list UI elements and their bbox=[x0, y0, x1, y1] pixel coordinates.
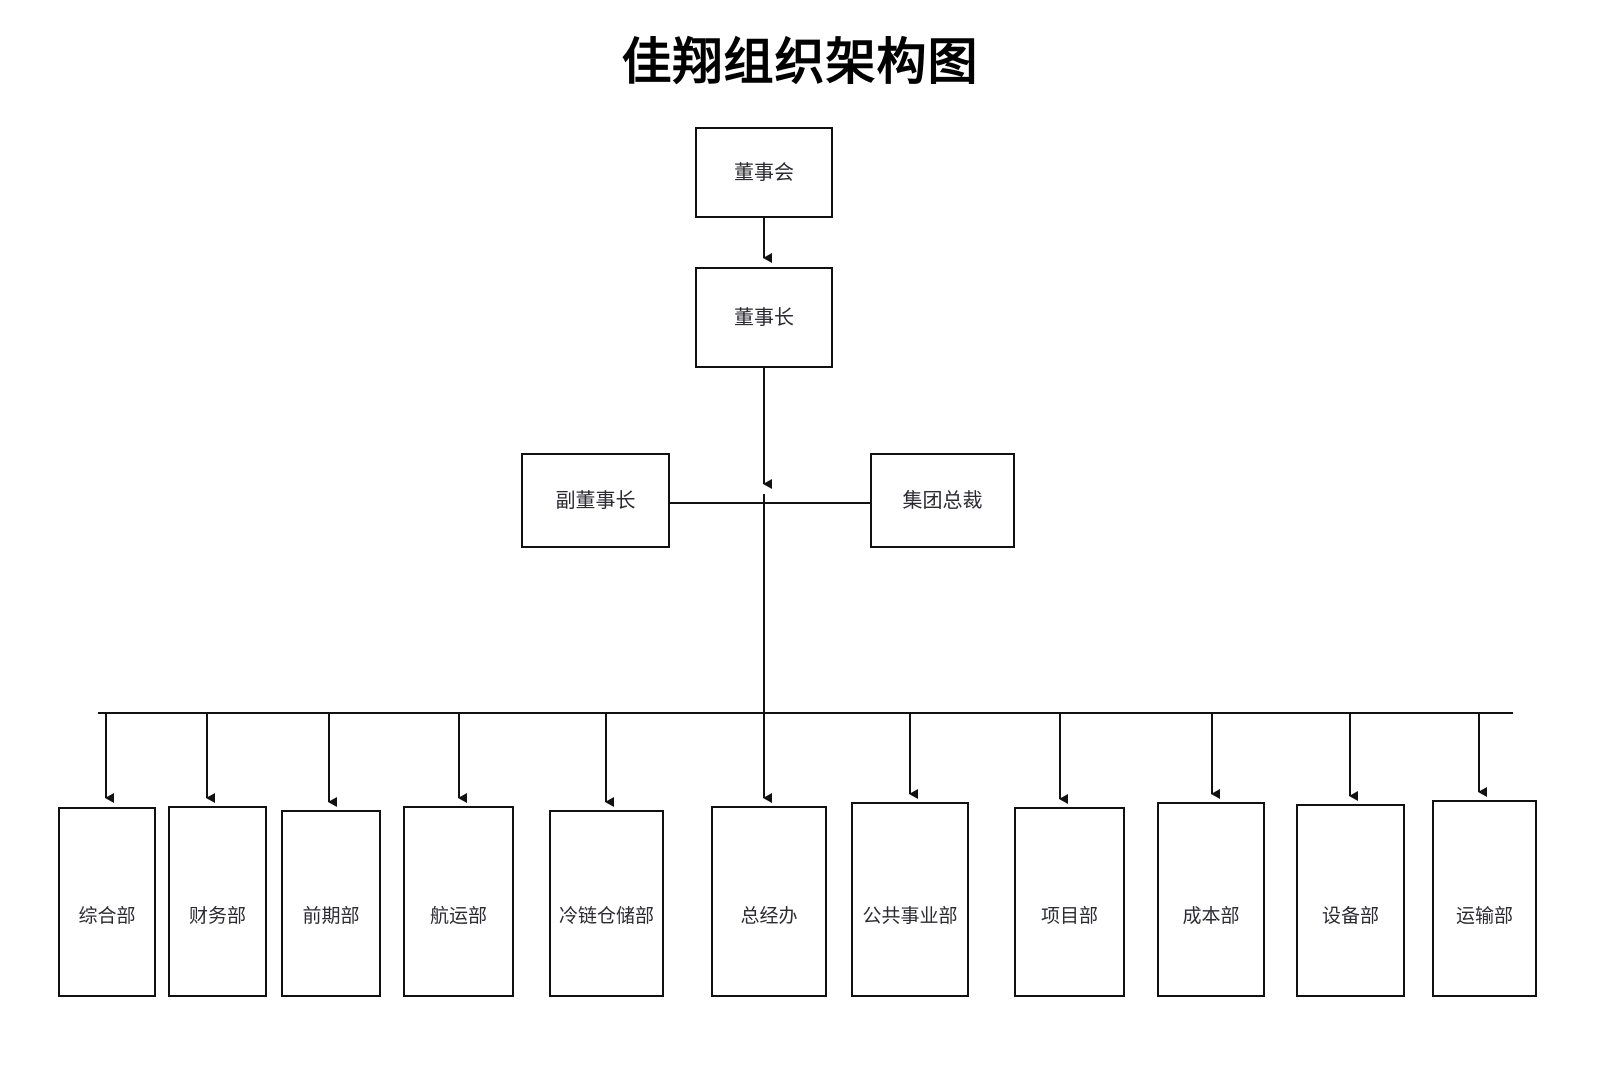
node-department-lenglian-cangchubu[interactable]: 冷链仓储部 bbox=[549, 810, 664, 997]
node-department-zonghebu[interactable]: 综合部 bbox=[58, 807, 156, 997]
node-department-yunshubu[interactable]: 运输部 bbox=[1432, 800, 1537, 997]
node-department-chengbenbu[interactable]: 成本部 bbox=[1157, 802, 1265, 997]
node-department-zongjingban[interactable]: 总经办 bbox=[711, 806, 827, 997]
node-chairman[interactable]: 董事长 bbox=[695, 267, 833, 368]
node-department-xiangmubu[interactable]: 项目部 bbox=[1014, 807, 1125, 997]
node-label: 航运部 bbox=[429, 906, 487, 928]
node-department-gonggong-shiyebu[interactable]: 公共事业部 bbox=[851, 802, 969, 997]
page-title: 佳翔组织架构图 bbox=[621, 34, 979, 90]
node-label: 冷链仓储部 bbox=[558, 906, 654, 928]
node-label: 前期部 bbox=[302, 906, 360, 928]
node-label: 设备部 bbox=[1321, 906, 1379, 928]
node-label: 成本部 bbox=[1182, 906, 1240, 928]
node-label: 总经办 bbox=[740, 906, 798, 928]
node-label: 董事长 bbox=[734, 306, 794, 329]
node-department-caiwubu[interactable]: 财务部 bbox=[168, 806, 267, 997]
node-board-of-directors[interactable]: 董事会 bbox=[695, 127, 833, 218]
node-department-shebeibu[interactable]: 设备部 bbox=[1296, 804, 1405, 997]
node-label: 董事会 bbox=[734, 161, 794, 184]
node-label: 综合部 bbox=[78, 906, 136, 928]
node-department-hangyunbu[interactable]: 航运部 bbox=[403, 806, 514, 997]
node-group-president[interactable]: 集团总裁 bbox=[870, 453, 1015, 548]
node-label: 项目部 bbox=[1040, 906, 1098, 928]
node-label: 财务部 bbox=[188, 906, 246, 928]
node-vice-chairman[interactable]: 副董事长 bbox=[521, 453, 670, 548]
node-label: 副董事长 bbox=[555, 489, 636, 512]
node-label: 运输部 bbox=[1455, 906, 1513, 928]
node-department-qianqibu[interactable]: 前期部 bbox=[281, 810, 381, 997]
node-label: 集团总裁 bbox=[902, 489, 983, 512]
node-label: 公共事业部 bbox=[862, 906, 958, 928]
